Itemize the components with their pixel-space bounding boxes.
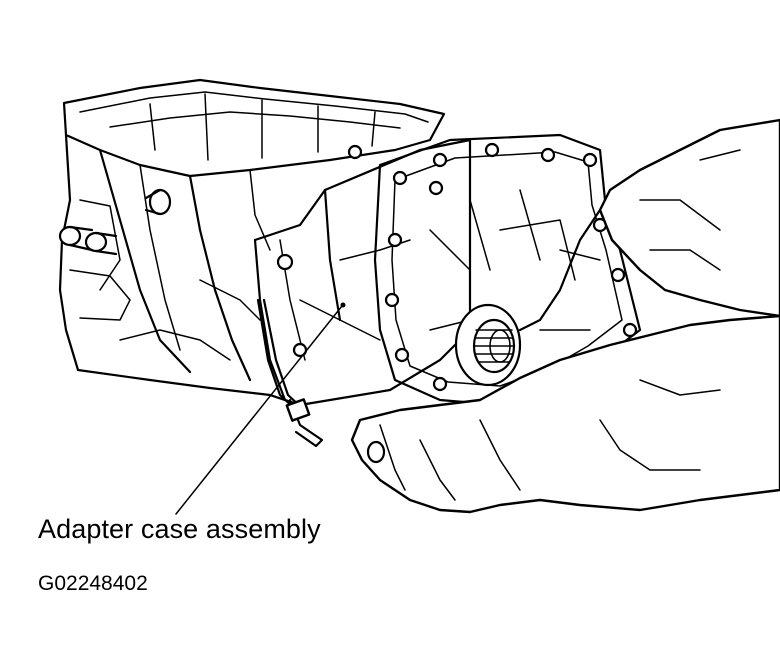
callout-leader-line [175, 305, 343, 515]
figure-code: G02248402 [38, 572, 148, 595]
transmission-housing [58, 133, 302, 407]
upper-hand [518, 118, 780, 332]
pry-tool [256, 298, 324, 448]
lower-hand [350, 314, 780, 514]
callout-label: Adapter case assembly [38, 514, 321, 544]
adapter-case [253, 138, 472, 407]
extension-housing [373, 133, 642, 407]
oil-pan [62, 78, 446, 178]
